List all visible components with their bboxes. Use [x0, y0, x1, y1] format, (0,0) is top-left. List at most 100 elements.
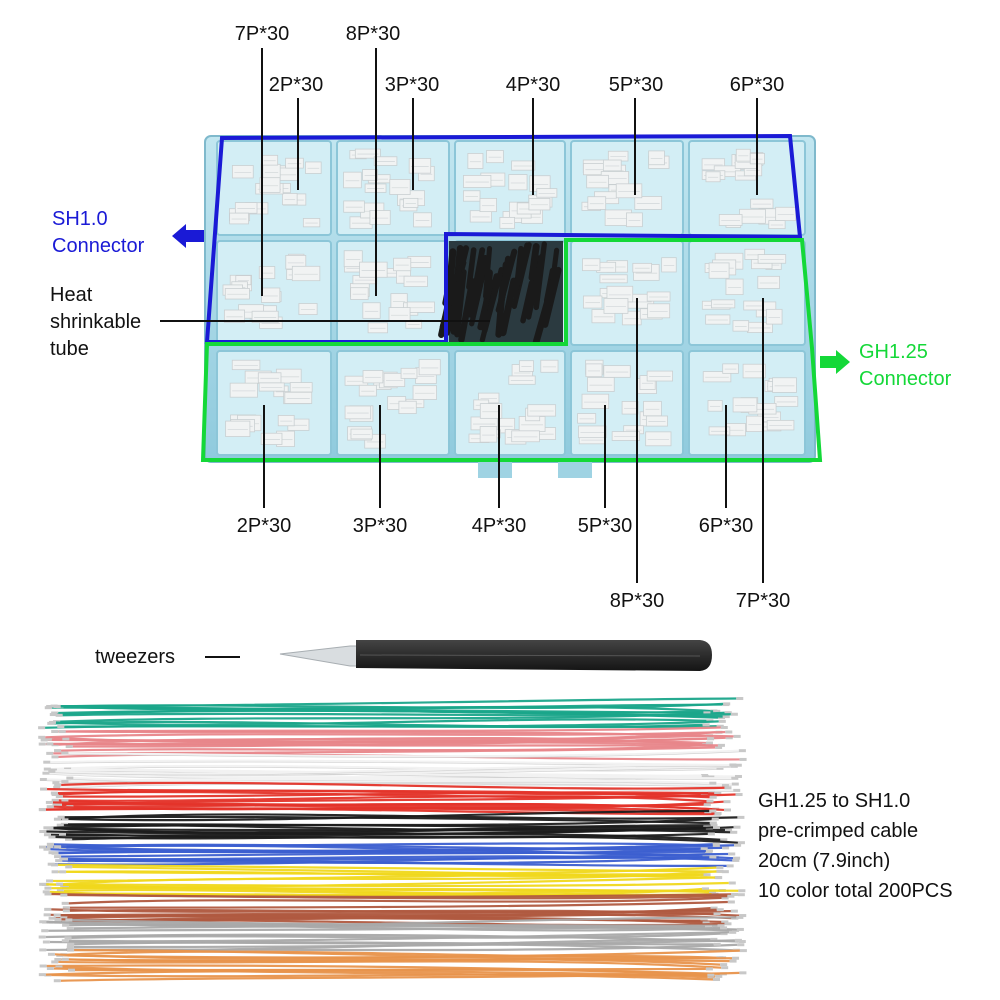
- heat-tube: [445, 267, 462, 333]
- connector-piece: [229, 382, 258, 398]
- heat-tube: [467, 247, 486, 318]
- heat-tube: [479, 272, 502, 343]
- connector-piece: [772, 377, 797, 393]
- cable-line4: 10 color total 200PCS: [758, 880, 953, 902]
- connector-piece: [705, 171, 721, 183]
- gh-label-line2: Connector: [859, 368, 952, 390]
- connector-piece: [582, 258, 601, 272]
- connector-piece: [393, 257, 412, 272]
- connector-piece: [407, 256, 432, 268]
- gh-connector-outline: [200, 238, 823, 462]
- connector-piece: [467, 153, 484, 169]
- top-label-6p: 6P*30: [729, 74, 785, 96]
- connector-piece: [343, 171, 362, 189]
- connector-piece: [508, 174, 528, 191]
- connector-piece: [602, 159, 622, 172]
- connector-piece: [511, 160, 536, 171]
- heat-tube: [477, 279, 494, 331]
- connector-piece: [768, 220, 786, 230]
- top-label-4p: 4P*30: [505, 74, 561, 96]
- connector-piece: [362, 370, 384, 384]
- bottom-label-4p: 4P*30: [471, 515, 527, 537]
- connector-piece: [750, 198, 774, 209]
- wire-band: [38, 948, 747, 983]
- bottom-label-7p: 7P*30: [735, 590, 791, 612]
- connector-piece: [766, 419, 795, 431]
- connector-piece: [231, 359, 261, 371]
- connector-piece: [349, 216, 373, 229]
- connector-piece: [406, 301, 435, 313]
- connector-piece: [774, 396, 799, 407]
- connector-piece: [615, 183, 643, 199]
- connector-piece: [389, 179, 411, 195]
- connector-piece: [645, 431, 672, 447]
- arrow-left-icon: [172, 224, 204, 248]
- connector-piece: [358, 384, 377, 397]
- heat-tube: [520, 280, 535, 324]
- connector-piece: [251, 310, 279, 323]
- connector-piece: [350, 287, 369, 300]
- bottom-label-3p: 3P*30: [352, 515, 408, 537]
- wire-band: [39, 809, 745, 845]
- heat-tube: [458, 278, 476, 343]
- connector-piece: [289, 382, 313, 393]
- connector-piece: [343, 250, 363, 268]
- top-label-7p: 7P*30: [234, 23, 290, 45]
- top-label-2p: 2P*30: [268, 74, 324, 96]
- connector-piece: [258, 266, 276, 279]
- connector-piece: [708, 262, 730, 279]
- connector-piece: [359, 261, 388, 278]
- connector-piece: [711, 299, 736, 309]
- connector-piece: [527, 404, 557, 417]
- connector-piece: [262, 163, 281, 180]
- connector-piece: [732, 320, 750, 332]
- connector-piece: [643, 400, 662, 417]
- connector-piece: [499, 216, 516, 229]
- connector-piece: [258, 382, 285, 392]
- top-label-3p: 3P*30: [384, 74, 440, 96]
- heat-tube: [454, 269, 467, 338]
- cable-line1: GH1.25 to SH1.0: [758, 790, 911, 812]
- heat-tube: [474, 254, 488, 303]
- connector-piece: [234, 202, 258, 214]
- connector-piece: [479, 426, 498, 443]
- connector-piece: [305, 161, 322, 174]
- heat-tube: [511, 242, 530, 298]
- heat-tube: [532, 278, 557, 346]
- connector-piece: [418, 359, 441, 376]
- wire-band: [39, 863, 746, 898]
- connector-pieces: [222, 148, 799, 449]
- connector-piece: [284, 391, 313, 404]
- connector-piece: [702, 371, 732, 383]
- connector-piece: [224, 288, 250, 300]
- connector-piece: [486, 150, 504, 164]
- top-label-8p: 8P*30: [345, 23, 401, 45]
- connector-piece: [260, 432, 283, 445]
- connector-piece: [746, 415, 764, 432]
- bottom-label-2p: 2P*30: [236, 515, 292, 537]
- sh-label-line1: SH1.0: [52, 208, 108, 230]
- connector-piece: [587, 377, 615, 392]
- connector-piece: [463, 190, 481, 202]
- connector-piece: [775, 206, 797, 222]
- connector-piece: [765, 308, 783, 325]
- connector-piece: [621, 401, 639, 415]
- connector-piece: [285, 157, 304, 169]
- wire-band: [43, 892, 747, 927]
- heat-shrink-tubes: [438, 241, 563, 346]
- connector-piece: [632, 262, 652, 273]
- connector-piece: [373, 156, 398, 166]
- connector-piece: [581, 393, 610, 409]
- connector-piece: [291, 265, 321, 282]
- connector-piece: [577, 413, 597, 424]
- leader-lines: [160, 48, 764, 658]
- tweezers-image: [279, 640, 712, 671]
- wire-band: [38, 781, 743, 816]
- heat-label-line1: Heat: [50, 284, 93, 306]
- cable-description: GH1.25 to SH1.0 pre-crimped cable 20cm (…: [758, 786, 953, 906]
- connector-piece: [645, 415, 668, 427]
- connector-piece: [344, 405, 372, 420]
- bottom-label-8p: 8P*30: [609, 590, 665, 612]
- connector-piece: [757, 275, 780, 289]
